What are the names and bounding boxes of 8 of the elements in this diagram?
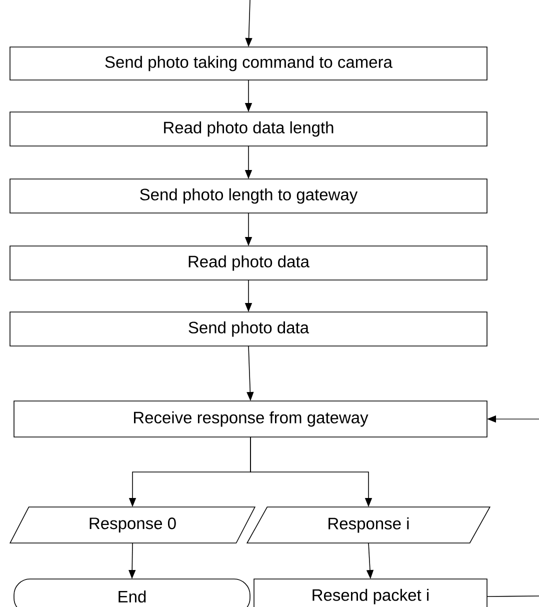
process-box: Read photo data length — [10, 112, 488, 146]
process-box: Send photo taking command to camera — [10, 46, 488, 80]
process-box: Send photo length to gateway — [10, 178, 488, 214]
process-box: Receive response from gateway — [14, 400, 488, 438]
process-box: Send photo data — [10, 312, 488, 346]
process-box: Read photo data — [10, 246, 488, 280]
terminal-box: End — [14, 578, 250, 607]
process-box: Resend packet i — [254, 578, 488, 607]
